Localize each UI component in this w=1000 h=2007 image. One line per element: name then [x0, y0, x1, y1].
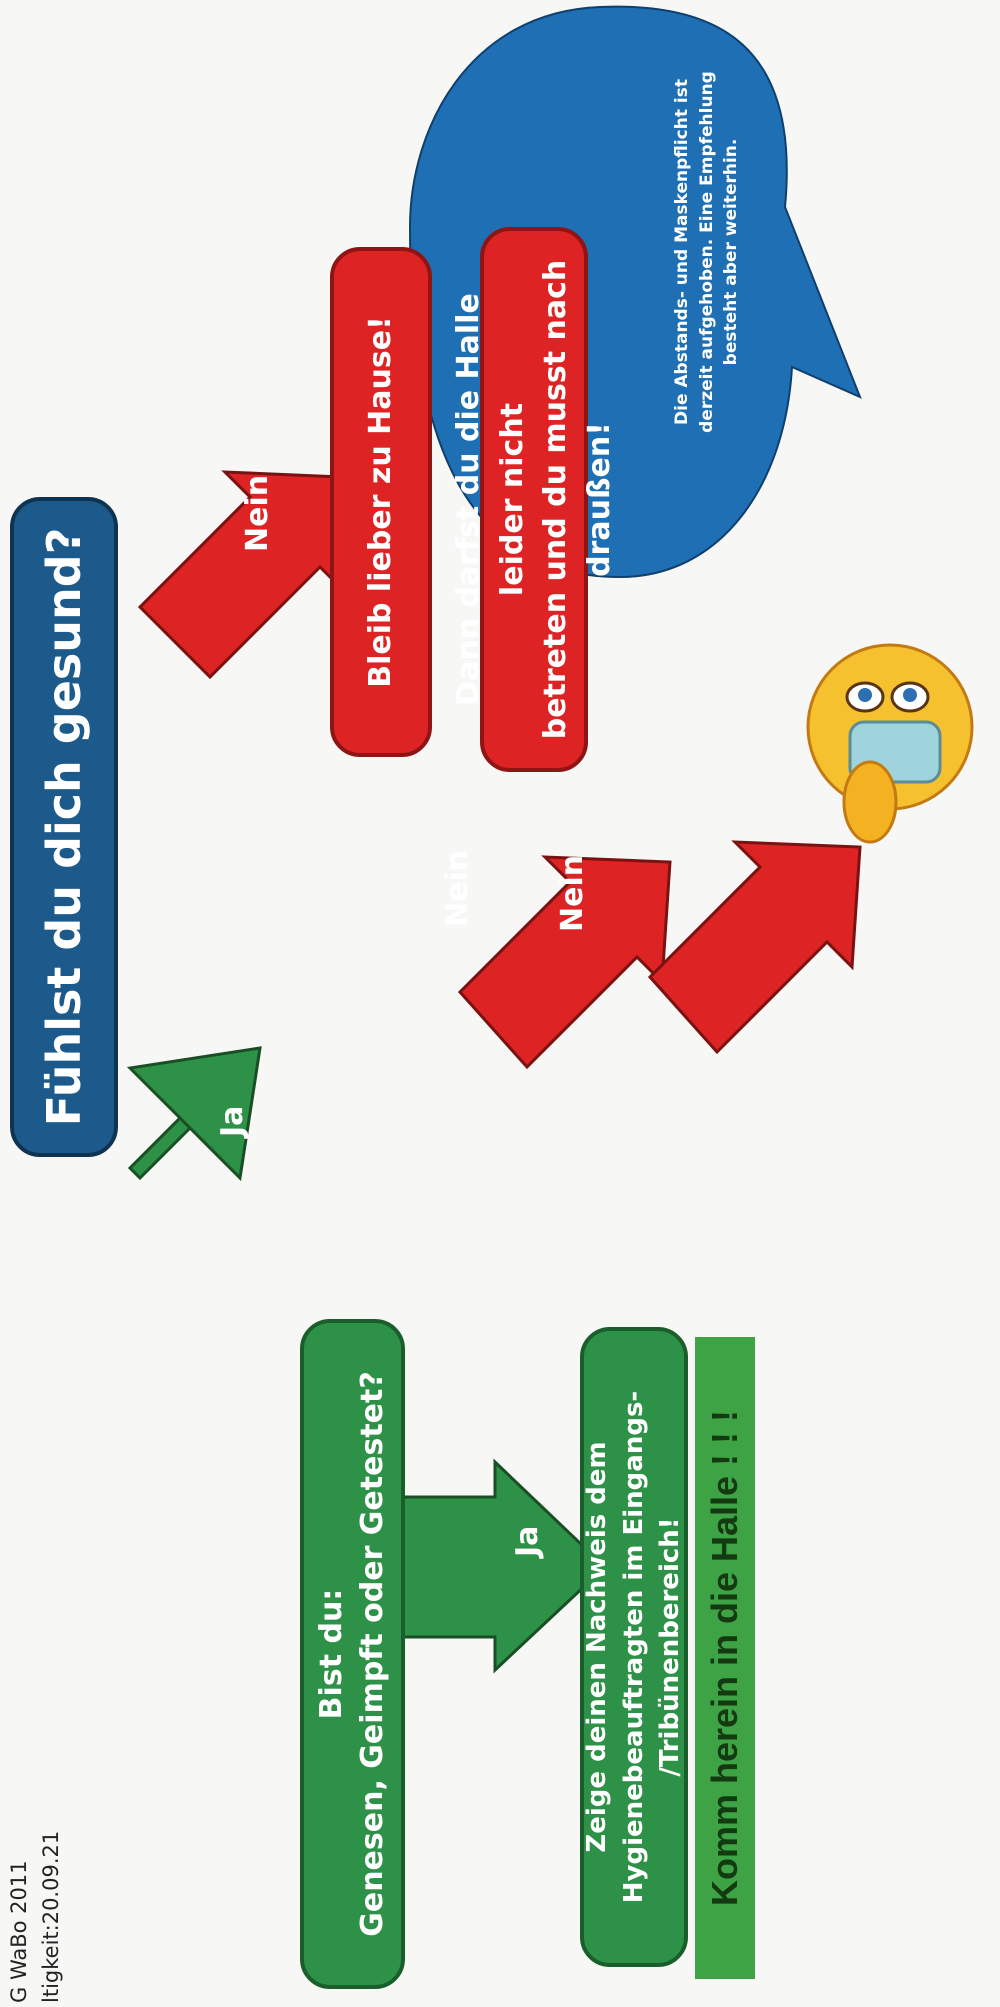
show-proof-box: Zeige deinen Nachweis dem Hygienebeauftr…	[580, 1327, 688, 1967]
question-healthy-text: Fühlst du dich gesund?	[37, 527, 91, 1127]
welcome-banner-text: Komm herein in die Halle ! ! !	[704, 1409, 745, 1907]
show-proof-line-1: Zeige deinen Nachweis dem	[582, 1441, 613, 1853]
question-healthy-box: Fühlst du dich gesund?	[10, 497, 118, 1157]
bubble-line-2: derzeit aufgehoben. Eine Empfehlung	[696, 71, 717, 433]
welcome-banner: Komm herein in die Halle ! ! !	[695, 1337, 755, 1979]
bubble-line-3: besteht aber weiterhin.	[721, 138, 742, 366]
arrow-nein-1-label: Nein	[240, 474, 275, 552]
arrow-nein-3-icon	[647, 840, 862, 1055]
show-proof-line-2: Hygienebeauftragten im Eingangs-	[618, 1390, 649, 1904]
show-proof-line-3: /Tribünenbereich!	[655, 1517, 686, 1777]
arrow-ja-1-icon	[126, 1046, 262, 1182]
arrow-ja-1-label: Ja	[215, 1105, 250, 1137]
bubble-note: Die Abstands- und Maskenpflicht ist derz…	[670, 52, 744, 452]
question-vaccinated-line-1: Bist du:	[314, 1588, 349, 1720]
arrow-ja-2-label: Ja	[510, 1525, 545, 1557]
stay-home-text: Bleib lieber zu Hause!	[363, 316, 399, 688]
entry-denied-line-1: Dann darfst du die Halle leider nicht	[451, 293, 530, 706]
bubble-line-1: Die Abstands- und Maskenpflicht ist	[672, 79, 692, 425]
stay-home-box: Bleib lieber zu Hause!	[330, 247, 432, 757]
arrow-nein-2-label: Nein	[440, 849, 475, 927]
entry-denied-box: Dann darfst du die Halle leider nicht be…	[451, 227, 617, 772]
entry-denied-line-2: betreten und du musst nach draußen!	[538, 259, 617, 740]
arrow-nein-3-label: Nein	[555, 854, 590, 932]
question-vaccinated-line-2: Genesen, Geimpft oder Getestet?	[354, 1371, 390, 1937]
masked-emoji-icon	[806, 643, 974, 844]
question-vaccinated-box: Bist du: Genesen, Geimpft oder Getestet?	[300, 1319, 405, 1989]
arrow-nein-2-icon	[457, 855, 672, 1070]
